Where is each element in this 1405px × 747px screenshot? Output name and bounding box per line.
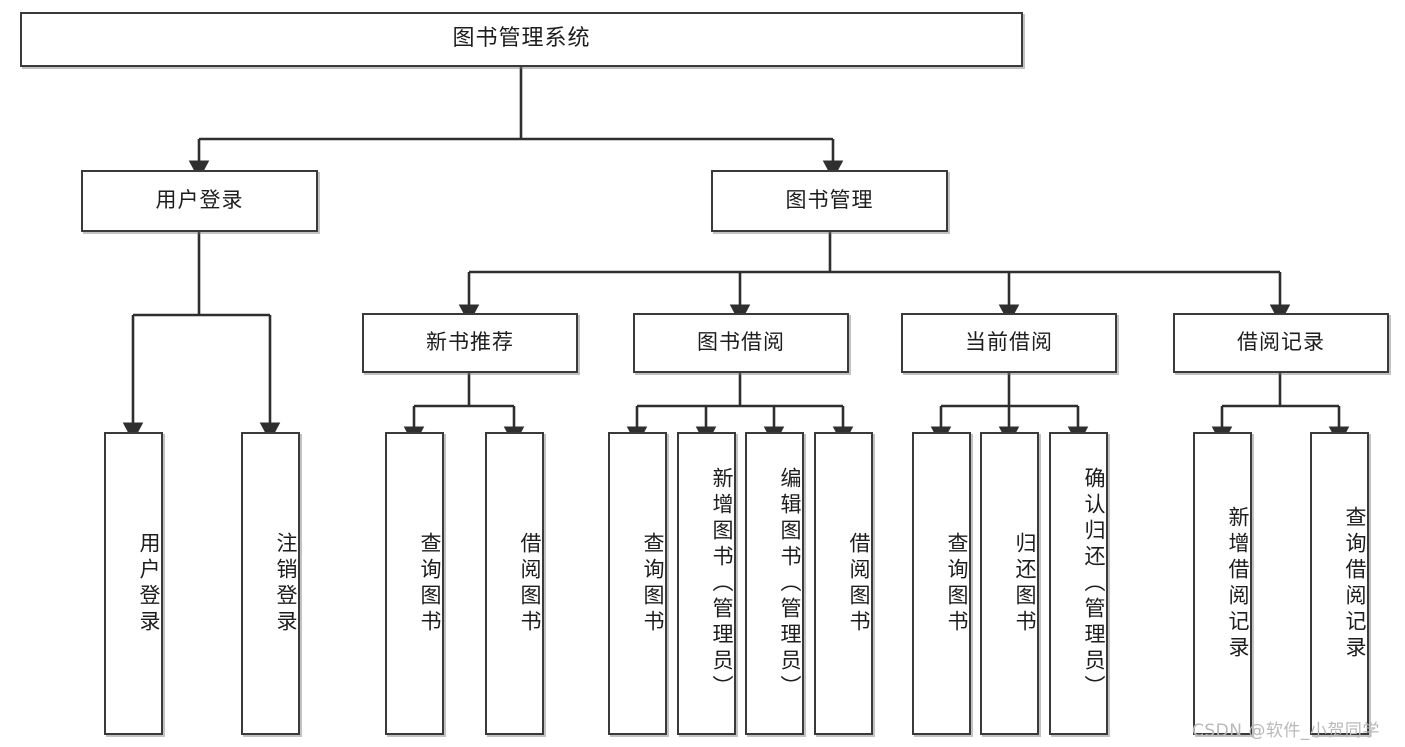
node-leaf-borrow-book-2[interactable]: 借阅图书	[814, 432, 873, 735]
node-leaf-return-book[interactable]: 归还图书	[980, 432, 1039, 735]
node-user-login-label: 用户登录	[155, 188, 244, 213]
node-new-book-recommend[interactable]: 新书推荐	[362, 313, 578, 373]
node-root[interactable]: 图书管理系统	[20, 12, 1023, 67]
node-borrow-record-label: 借阅记录	[1237, 330, 1325, 355]
node-leaf-add-record-label: 新增借阅记录	[1226, 505, 1250, 662]
node-leaf-add-book-label: 新增图书（管理员）	[710, 466, 734, 701]
node-leaf-logout-login[interactable]: 注销登录	[241, 432, 300, 735]
node-leaf-edit-book[interactable]: 编辑图书（管理员）	[745, 432, 804, 735]
node-leaf-confirm-return-label: 确认归还（管理员）	[1082, 466, 1106, 701]
node-leaf-add-book[interactable]: 新增图书（管理员）	[677, 432, 736, 735]
node-leaf-user-login[interactable]: 用户登录	[104, 432, 163, 735]
node-leaf-logout-login-label: 注销登录	[274, 531, 298, 636]
node-leaf-borrow-book-1-label: 借阅图书	[518, 531, 542, 636]
node-current-borrow-label: 当前借阅	[965, 330, 1053, 355]
node-leaf-confirm-return[interactable]: 确认归还（管理员）	[1049, 432, 1108, 735]
node-leaf-edit-book-label: 编辑图书（管理员）	[778, 466, 802, 701]
node-book-manage-label: 图书管理	[785, 188, 874, 213]
node-root-label: 图书管理系统	[452, 26, 591, 52]
node-leaf-borrow-book-1[interactable]: 借阅图书	[485, 432, 544, 735]
node-leaf-borrow-book-2-label: 借阅图书	[847, 531, 871, 636]
node-leaf-query-book-2-label: 查询图书	[641, 531, 665, 636]
node-leaf-query-book-3[interactable]: 查询图书	[912, 432, 971, 735]
node-leaf-add-record[interactable]: 新增借阅记录	[1193, 432, 1252, 735]
node-book-borrow[interactable]: 图书借阅	[633, 313, 849, 373]
node-leaf-query-book-3-label: 查询图书	[945, 531, 969, 636]
watermark: CSDN @软件_小贺同学	[1192, 721, 1380, 741]
node-leaf-query-book-1-label: 查询图书	[418, 531, 442, 636]
node-book-borrow-label: 图书借阅	[697, 330, 785, 355]
node-borrow-record[interactable]: 借阅记录	[1173, 313, 1389, 373]
node-book-manage[interactable]: 图书管理	[711, 170, 948, 232]
node-user-login[interactable]: 用户登录	[81, 170, 318, 232]
node-leaf-query-record[interactable]: 查询借阅记录	[1310, 432, 1369, 735]
node-leaf-query-record-label: 查询借阅记录	[1343, 505, 1367, 662]
node-leaf-query-book-2[interactable]: 查询图书	[608, 432, 667, 735]
node-new-book-recommend-label: 新书推荐	[426, 330, 514, 355]
node-leaf-user-login-label: 用户登录	[137, 531, 161, 636]
node-current-borrow[interactable]: 当前借阅	[901, 313, 1117, 373]
node-leaf-return-book-label: 归还图书	[1013, 531, 1037, 636]
node-leaf-query-book-1[interactable]: 查询图书	[385, 432, 444, 735]
